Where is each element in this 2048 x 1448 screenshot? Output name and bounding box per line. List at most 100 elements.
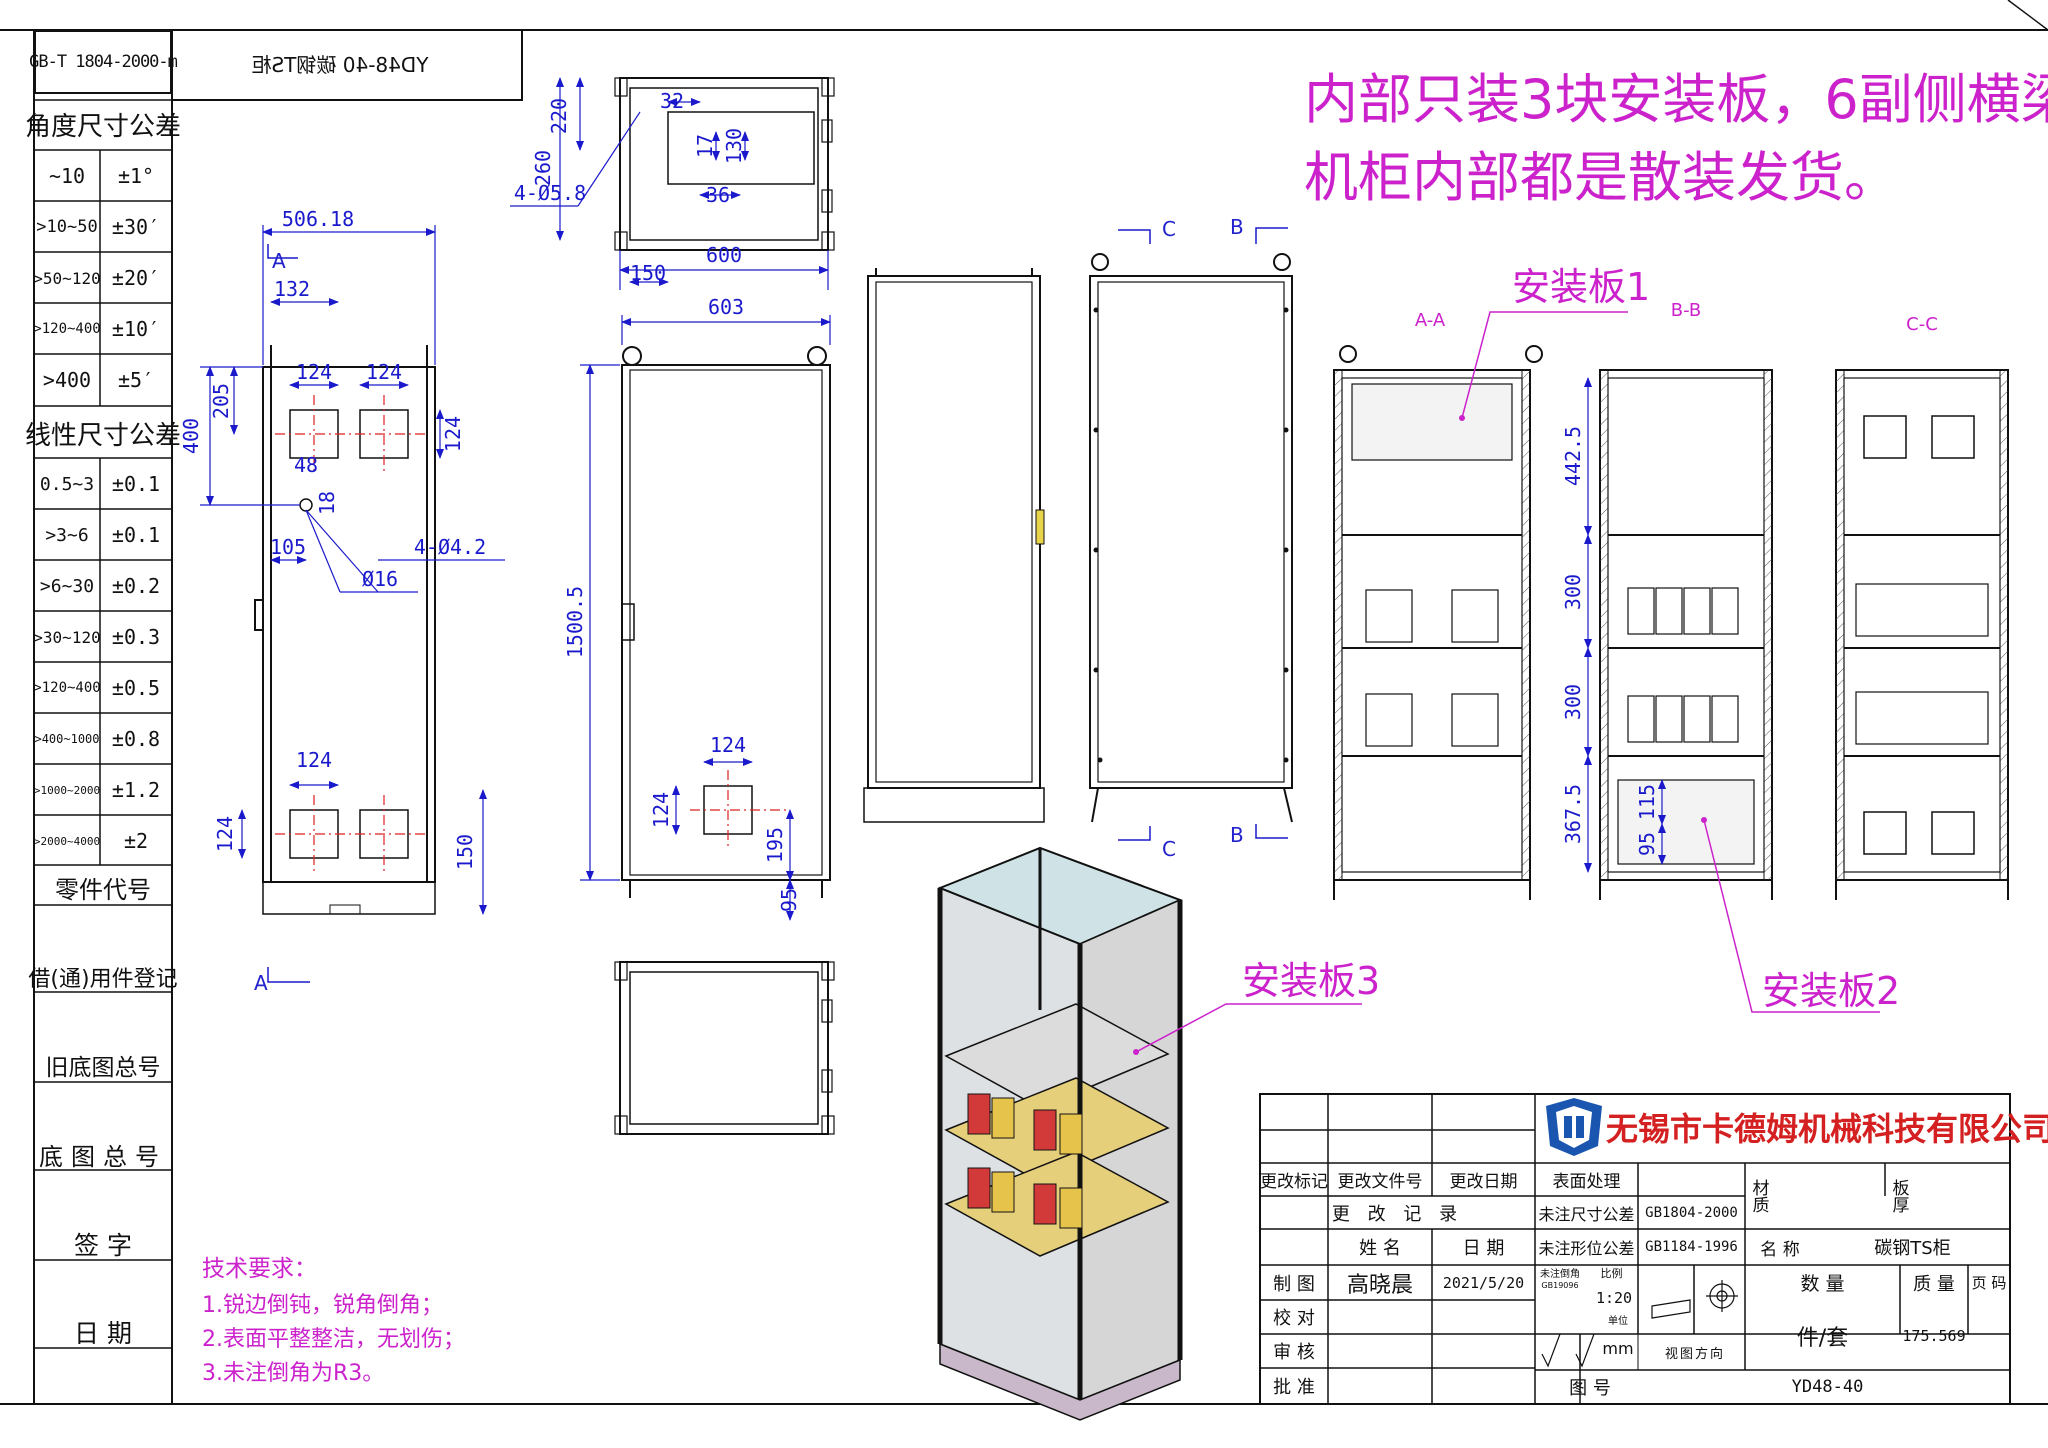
callout-dots bbox=[1133, 415, 1707, 1055]
tech-req-item-3: 3.未注倒角为R3。 bbox=[202, 1361, 384, 1386]
dim-124-d: 124 bbox=[296, 748, 332, 772]
dim-150-top: 150 bbox=[630, 261, 666, 285]
dim-124-b: 124 bbox=[366, 360, 402, 384]
section-aa bbox=[1333, 345, 1543, 900]
linear-tol-6: ±0.8 bbox=[111, 727, 161, 751]
dim-36: 36 bbox=[706, 183, 730, 207]
tb-mass-label: 质 量 bbox=[1913, 1273, 1955, 1295]
tb-drawing-no-label: 图 号 bbox=[1569, 1378, 1611, 1399]
section-aa-label: A-A bbox=[1415, 310, 1446, 331]
linear-range-5: >120~400 bbox=[33, 680, 101, 696]
tb-change-record: 更 改 记 录 bbox=[1331, 1203, 1464, 1225]
angle-tol-4: ±10′ bbox=[111, 317, 161, 341]
tb-change-doc-no: 更改文件号 bbox=[1337, 1172, 1423, 1192]
angle-tol-2: ±30′ bbox=[111, 215, 161, 239]
callout-plate-3: 安装板3 bbox=[1242, 959, 1380, 1003]
linear-range-1: 0.5~3 bbox=[39, 473, 95, 495]
tb-material-label: 材质 bbox=[1748, 1179, 1769, 1213]
standard-code: GB-T 1804-2000-m bbox=[29, 52, 178, 72]
top-view bbox=[614, 77, 835, 251]
dim-400: 400 bbox=[179, 418, 203, 454]
angle-range-3: >50~120 bbox=[33, 268, 101, 288]
dim-124-front-h: 124 bbox=[710, 733, 746, 757]
dim-115: 115 bbox=[1635, 784, 1659, 820]
dim-300-a: 300 bbox=[1561, 574, 1585, 610]
tb-drawn-date: 2021/5/20 bbox=[1442, 1273, 1525, 1292]
tb-quantity-label: 数 量 bbox=[1800, 1273, 1845, 1295]
tb-form-tol-label: 未注形位公差 bbox=[1538, 1239, 1635, 1258]
isometric-batteries bbox=[967, 1093, 1083, 1229]
section-mark-c-top: C bbox=[1162, 217, 1176, 241]
dim-32: 32 bbox=[660, 89, 684, 113]
dim-4-phi4-2: 4-Ø4.2 bbox=[414, 535, 486, 559]
section-mark-b-top: B bbox=[1230, 215, 1244, 239]
dim-1500-5: 1500.5 bbox=[563, 586, 587, 658]
dim-18: 18 bbox=[315, 491, 339, 515]
front-view-dim-labels: 603 1500.5 124 124 195 95 bbox=[563, 295, 801, 912]
note-line-2: 机柜内部都是散装发货。 bbox=[1304, 146, 1898, 209]
tb-chamfer-note: 未注倒角 bbox=[1540, 1268, 1580, 1280]
tolerance-grid bbox=[34, 99, 172, 1349]
top-view-dim-labels: 220 260 32 17 130 36 4-Ø5.8 150 600 bbox=[514, 89, 746, 285]
front-view-centerlines bbox=[690, 770, 790, 850]
tb-view-direction: 视图方向 bbox=[1664, 1346, 1725, 1362]
dim-195: 195 bbox=[763, 827, 787, 863]
section-mark-c-bottom: C bbox=[1162, 837, 1176, 861]
dim-220: 220 bbox=[547, 98, 571, 134]
linear-tol-7: ±1.2 bbox=[111, 778, 161, 802]
tb-reviewed-label: 审 核 bbox=[1273, 1342, 1315, 1363]
callout-leaders bbox=[1135, 311, 1880, 1053]
date-label-left: 日 期 bbox=[74, 1319, 132, 1348]
angle-range-4: >120~400 bbox=[33, 321, 101, 337]
tb-name-label: 名 称 bbox=[1760, 1239, 1800, 1260]
dim-17: 17 bbox=[693, 134, 717, 158]
section-mark-a-top: A bbox=[272, 249, 286, 273]
side-panel-right bbox=[1089, 253, 1293, 823]
mirrored-title-text: YD48-40 碳钢TS柜 bbox=[251, 53, 429, 77]
dim-130: 130 bbox=[722, 128, 746, 164]
tb-date-header: 日 期 bbox=[1462, 1238, 1505, 1259]
dim-603: 603 bbox=[708, 295, 744, 319]
angle-tol-1: ±1° bbox=[117, 164, 155, 188]
tb-surface-treatment: 表面处理 bbox=[1552, 1172, 1621, 1192]
tb-name-header: 姓 名 bbox=[1359, 1238, 1401, 1259]
tb-mass-value: 175.569 bbox=[1902, 1327, 1966, 1345]
projection-symbol bbox=[1651, 1280, 1738, 1319]
linear-tol-3: ±0.2 bbox=[111, 574, 161, 598]
section-mark-b-bottom: B bbox=[1230, 823, 1244, 847]
tb-unit: mm bbox=[1602, 1338, 1634, 1358]
section-cc-label: C-C bbox=[1906, 314, 1938, 335]
isometric-cabinet bbox=[937, 846, 1183, 1421]
tech-req-item-1: 1.锐边倒钝，锐角倒角； bbox=[202, 1293, 443, 1318]
old-base-number-label: 旧底图总号 bbox=[45, 1055, 161, 1081]
linear-range-6: >400~1000 bbox=[34, 732, 100, 746]
section-mark-lines bbox=[1118, 227, 1288, 841]
company-name: 无锡市卡德姆机械科技有限公司 bbox=[1606, 1110, 2048, 1148]
angle-tol-5: ±5′ bbox=[117, 368, 155, 392]
callout-plate-1: 安装板1 bbox=[1512, 265, 1650, 309]
side-panel-dots bbox=[1093, 307, 1289, 763]
side-view bbox=[254, 345, 436, 915]
base-number-label: 底图总号 bbox=[39, 1142, 167, 1171]
angle-range-5: >400 bbox=[42, 368, 92, 392]
section-bb bbox=[1599, 369, 1773, 900]
part-code-label: 零件代号 bbox=[55, 875, 151, 904]
dim-4-phi5-8: 4-Ø5.8 bbox=[514, 181, 586, 205]
section-marker-a bbox=[267, 244, 310, 983]
tech-req-title: 技术要求： bbox=[202, 1256, 317, 1282]
company-logo-icon bbox=[1546, 1098, 1602, 1156]
signature-label: 签 字 bbox=[74, 1231, 132, 1260]
dim-600: 600 bbox=[706, 243, 742, 267]
tb-general-tol-value: GB1804-2000 bbox=[1645, 1204, 1738, 1221]
dim-124-front-v: 124 bbox=[649, 792, 673, 828]
angle-range-2: >10~50 bbox=[36, 217, 98, 237]
side-view-centerlines bbox=[275, 395, 425, 873]
dim-205: 205 bbox=[209, 383, 233, 419]
tb-chamfer-std: GB19096 bbox=[1541, 1280, 1579, 1290]
dim-300-b: 300 bbox=[1561, 684, 1585, 720]
section-bb-label: B-B bbox=[1671, 300, 1702, 321]
section-cc-side-rails bbox=[1835, 369, 2009, 881]
dim-105: 105 bbox=[270, 535, 306, 559]
tb-general-tol-label: 未注尺寸公差 bbox=[1538, 1204, 1635, 1224]
